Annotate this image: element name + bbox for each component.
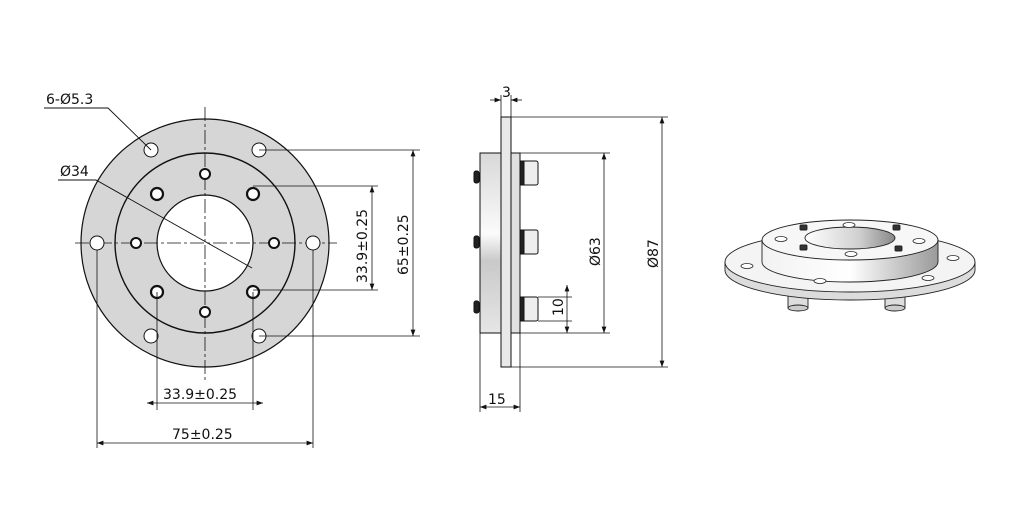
hole-callout-label: 6-Ø5.3 xyxy=(46,92,93,108)
hub-body xyxy=(479,152,502,334)
outer-width-label: 75±0.25 xyxy=(172,427,233,443)
bolt-height-label: 10 xyxy=(551,298,567,316)
inner-pcd-vertical-label: 33.9±0.25 xyxy=(355,209,371,283)
isometric-view xyxy=(724,219,976,312)
inner-pcd-horizontal-label: 33.9±0.25 xyxy=(163,387,237,403)
flange-thickness-label: 3 xyxy=(502,85,511,101)
hub-dia-label: Ø63 xyxy=(588,237,604,266)
small-holes xyxy=(130,168,280,318)
bore-dia-label: Ø34 xyxy=(60,164,89,180)
flange-dia-label: Ø87 xyxy=(646,239,662,268)
iso-bore xyxy=(804,226,896,250)
flange-plate xyxy=(500,116,512,368)
front-view xyxy=(44,107,420,448)
retainer-ring xyxy=(510,152,521,334)
total-depth-label: 15 xyxy=(488,392,506,408)
outer-pcd-vertical-label: 65±0.25 xyxy=(396,214,412,275)
side-view xyxy=(473,95,668,412)
